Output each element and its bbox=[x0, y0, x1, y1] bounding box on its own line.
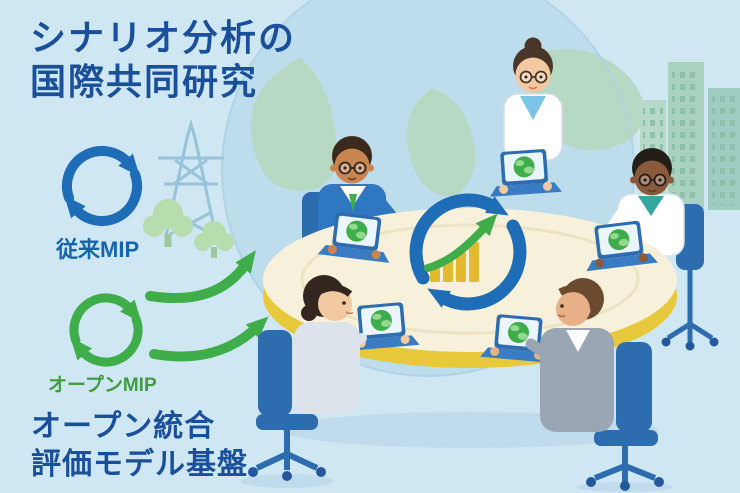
flow-arrow-bottom-icon bbox=[149, 316, 269, 362]
globe-screen-icon bbox=[346, 220, 368, 242]
caption-line-2: 評価モデル基盤 bbox=[31, 447, 248, 481]
globe-screen-icon bbox=[513, 156, 535, 178]
title-line-2: 国際共同研究 bbox=[30, 60, 259, 102]
scientist-bottom-left-figure bbox=[294, 275, 367, 414]
chair-bottom-left bbox=[248, 330, 326, 481]
laptop-left bbox=[317, 212, 390, 263]
growth-chart-icon bbox=[424, 213, 498, 282]
scientist-top-figure bbox=[503, 37, 563, 161]
scientist-bottom-right-figure bbox=[525, 278, 614, 432]
conventional-mip-cycle-icon bbox=[62, 145, 142, 227]
flow-arrow-top-icon bbox=[145, 250, 256, 304]
tree-icon bbox=[143, 199, 234, 258]
globe-screen-icon bbox=[608, 229, 630, 251]
laptop-top bbox=[490, 149, 562, 197]
page-title: シナリオ分析の 国際共同研究 bbox=[30, 16, 296, 104]
open-mip-label: オープンMIP bbox=[48, 375, 157, 396]
chair-right-base bbox=[661, 268, 719, 351]
laptop-right bbox=[586, 220, 658, 272]
laptop-bottom-left bbox=[347, 302, 420, 351]
globe-screen-icon bbox=[370, 309, 392, 331]
globe-screen-icon bbox=[507, 321, 529, 343]
title-line-1: シナリオ分析の bbox=[30, 17, 297, 58]
caption-line-1: オープン統合 bbox=[31, 410, 216, 443]
collaboration-cycle-icon bbox=[409, 193, 527, 311]
chair-bottom-right bbox=[586, 342, 664, 491]
platform-caption: オープン統合 評価モデル基盤 bbox=[31, 408, 248, 483]
conventional-mip-label: 従来MIP bbox=[56, 237, 140, 262]
open-mip-cycle-icon bbox=[69, 293, 143, 367]
